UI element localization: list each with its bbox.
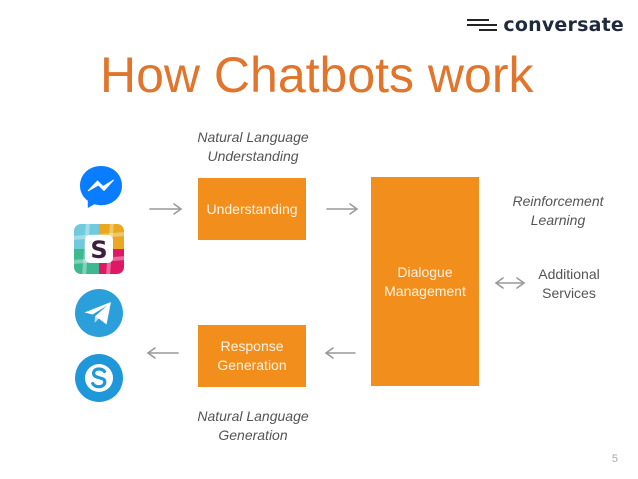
services-line2: Services — [542, 285, 596, 301]
response-generation-box: Response Generation — [198, 325, 306, 387]
response-line1: Response — [220, 338, 284, 354]
rl-label: Reinforcement Learning — [498, 192, 618, 230]
brand-lines-icon — [467, 19, 498, 31]
understanding-box-label: Understanding — [206, 200, 298, 217]
brand-logo: conversate — [467, 14, 624, 36]
dialogue-management-box: Dialogue Management — [371, 177, 479, 386]
nlu-label-line2: Understanding — [207, 148, 299, 164]
nlu-label: Natural Language Understanding — [178, 128, 328, 166]
slack-icon: S — [74, 224, 124, 274]
nlu-label-line1: Natural Language — [197, 129, 309, 145]
dialogue-line2: Management — [384, 282, 466, 299]
arrow-dialogue-services-bidirectional — [495, 277, 525, 289]
nlg-label-line2: Generation — [218, 427, 288, 443]
arrow-response-to-channels — [147, 347, 179, 359]
brand-name: conversate — [503, 14, 624, 36]
telegram-icon — [75, 289, 123, 337]
page-number: 5 — [611, 453, 618, 465]
response-line2: Generation — [217, 357, 287, 373]
rl-label-line1: Reinforcement — [512, 193, 604, 209]
arrow-understanding-to-dialogue — [326, 203, 358, 215]
additional-services-label: Additional Services — [524, 265, 614, 303]
nlg-label: Natural Language Generation — [178, 407, 328, 445]
dialogue-line1: Dialogue — [397, 263, 453, 280]
svg-text:S: S — [90, 236, 107, 264]
arrow-channels-to-understanding — [149, 203, 182, 215]
slide-title: How Chatbots work — [100, 47, 534, 103]
services-line1: Additional — [538, 266, 600, 282]
skype-icon — [75, 354, 123, 402]
arrow-dialogue-to-response — [325, 347, 356, 359]
rl-label-line2: Learning — [530, 212, 586, 228]
messenger-icon — [80, 166, 122, 208]
understanding-box: Understanding — [198, 178, 306, 240]
nlg-label-line1: Natural Language — [197, 408, 309, 424]
